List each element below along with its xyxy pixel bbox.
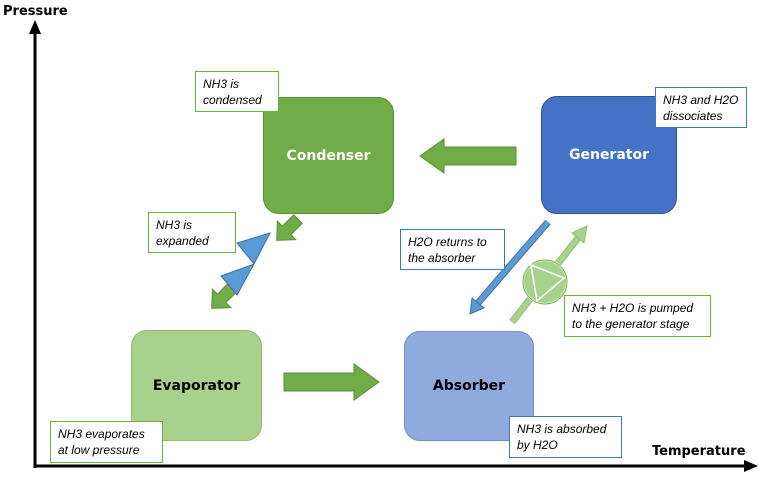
note-absorbed-line1: NH3 is absorbed: [517, 422, 607, 436]
generator-to-condenser-arrow: [419, 138, 517, 174]
generator-label: Generator: [568, 147, 649, 163]
note-h2o-returns-line2: the absorber: [408, 251, 476, 265]
evaporator-to-absorber-arrow: [283, 363, 380, 401]
condenser-to-valve-arrow: [276, 214, 303, 241]
y-axis-arrowhead: [29, 20, 41, 34]
note-absorbed-line2: by H2O: [517, 438, 558, 452]
condenser-box: Condenser: [263, 97, 394, 214]
note-condensed: NH3 is condensed: [195, 71, 279, 112]
note-pumped-line1: NH3 + H2O is pumped: [572, 301, 694, 315]
generator-box: Generator: [541, 96, 677, 214]
absorber-label: Absorber: [432, 378, 506, 394]
note-absorbed: NH3 is absorbed by H2O: [509, 416, 622, 458]
note-h2o-returns-line1: H2O returns to: [408, 235, 487, 249]
note-condensed-line2: condensed: [203, 93, 262, 107]
note-evaporates-line1: NH3 evaporates: [58, 427, 145, 441]
note-pumped: NH3 + H2O is pumped to the generator sta…: [564, 295, 711, 337]
note-h2o-returns: H2O returns to the absorber: [400, 229, 505, 270]
note-evaporates: NH3 evaporates at low pressure: [50, 421, 163, 463]
note-expanded-line1: NH3 is: [156, 218, 193, 232]
note-pumped-line2: to the generator stage: [572, 317, 690, 331]
note-condensed-line1: NH3 is: [203, 77, 240, 91]
x-axis-label: Temperature: [652, 444, 746, 459]
note-expanded-line2: expanded: [156, 234, 209, 248]
evaporator-label: Evaporator: [152, 377, 241, 394]
axes: [29, 20, 758, 472]
h2o-return-arrow: [469, 219, 551, 315]
expansion-valve-icon: [220, 232, 271, 296]
condenser-label: Condenser: [286, 147, 371, 164]
pump-icon: [522, 259, 568, 305]
y-axis-label: Pressure: [3, 4, 68, 19]
note-dissociates-line2: dissociates: [663, 109, 723, 123]
note-evaporates-line2: at low pressure: [58, 443, 140, 457]
note-expanded: NH3 is expanded: [148, 212, 236, 253]
x-axis-arrowhead: [744, 460, 758, 472]
note-dissociates-line1: NH3 and H2O: [663, 93, 739, 107]
valve-to-evaporator-arrow: [211, 282, 238, 309]
note-dissociates: NH3 and H2O dissociates: [655, 87, 747, 128]
